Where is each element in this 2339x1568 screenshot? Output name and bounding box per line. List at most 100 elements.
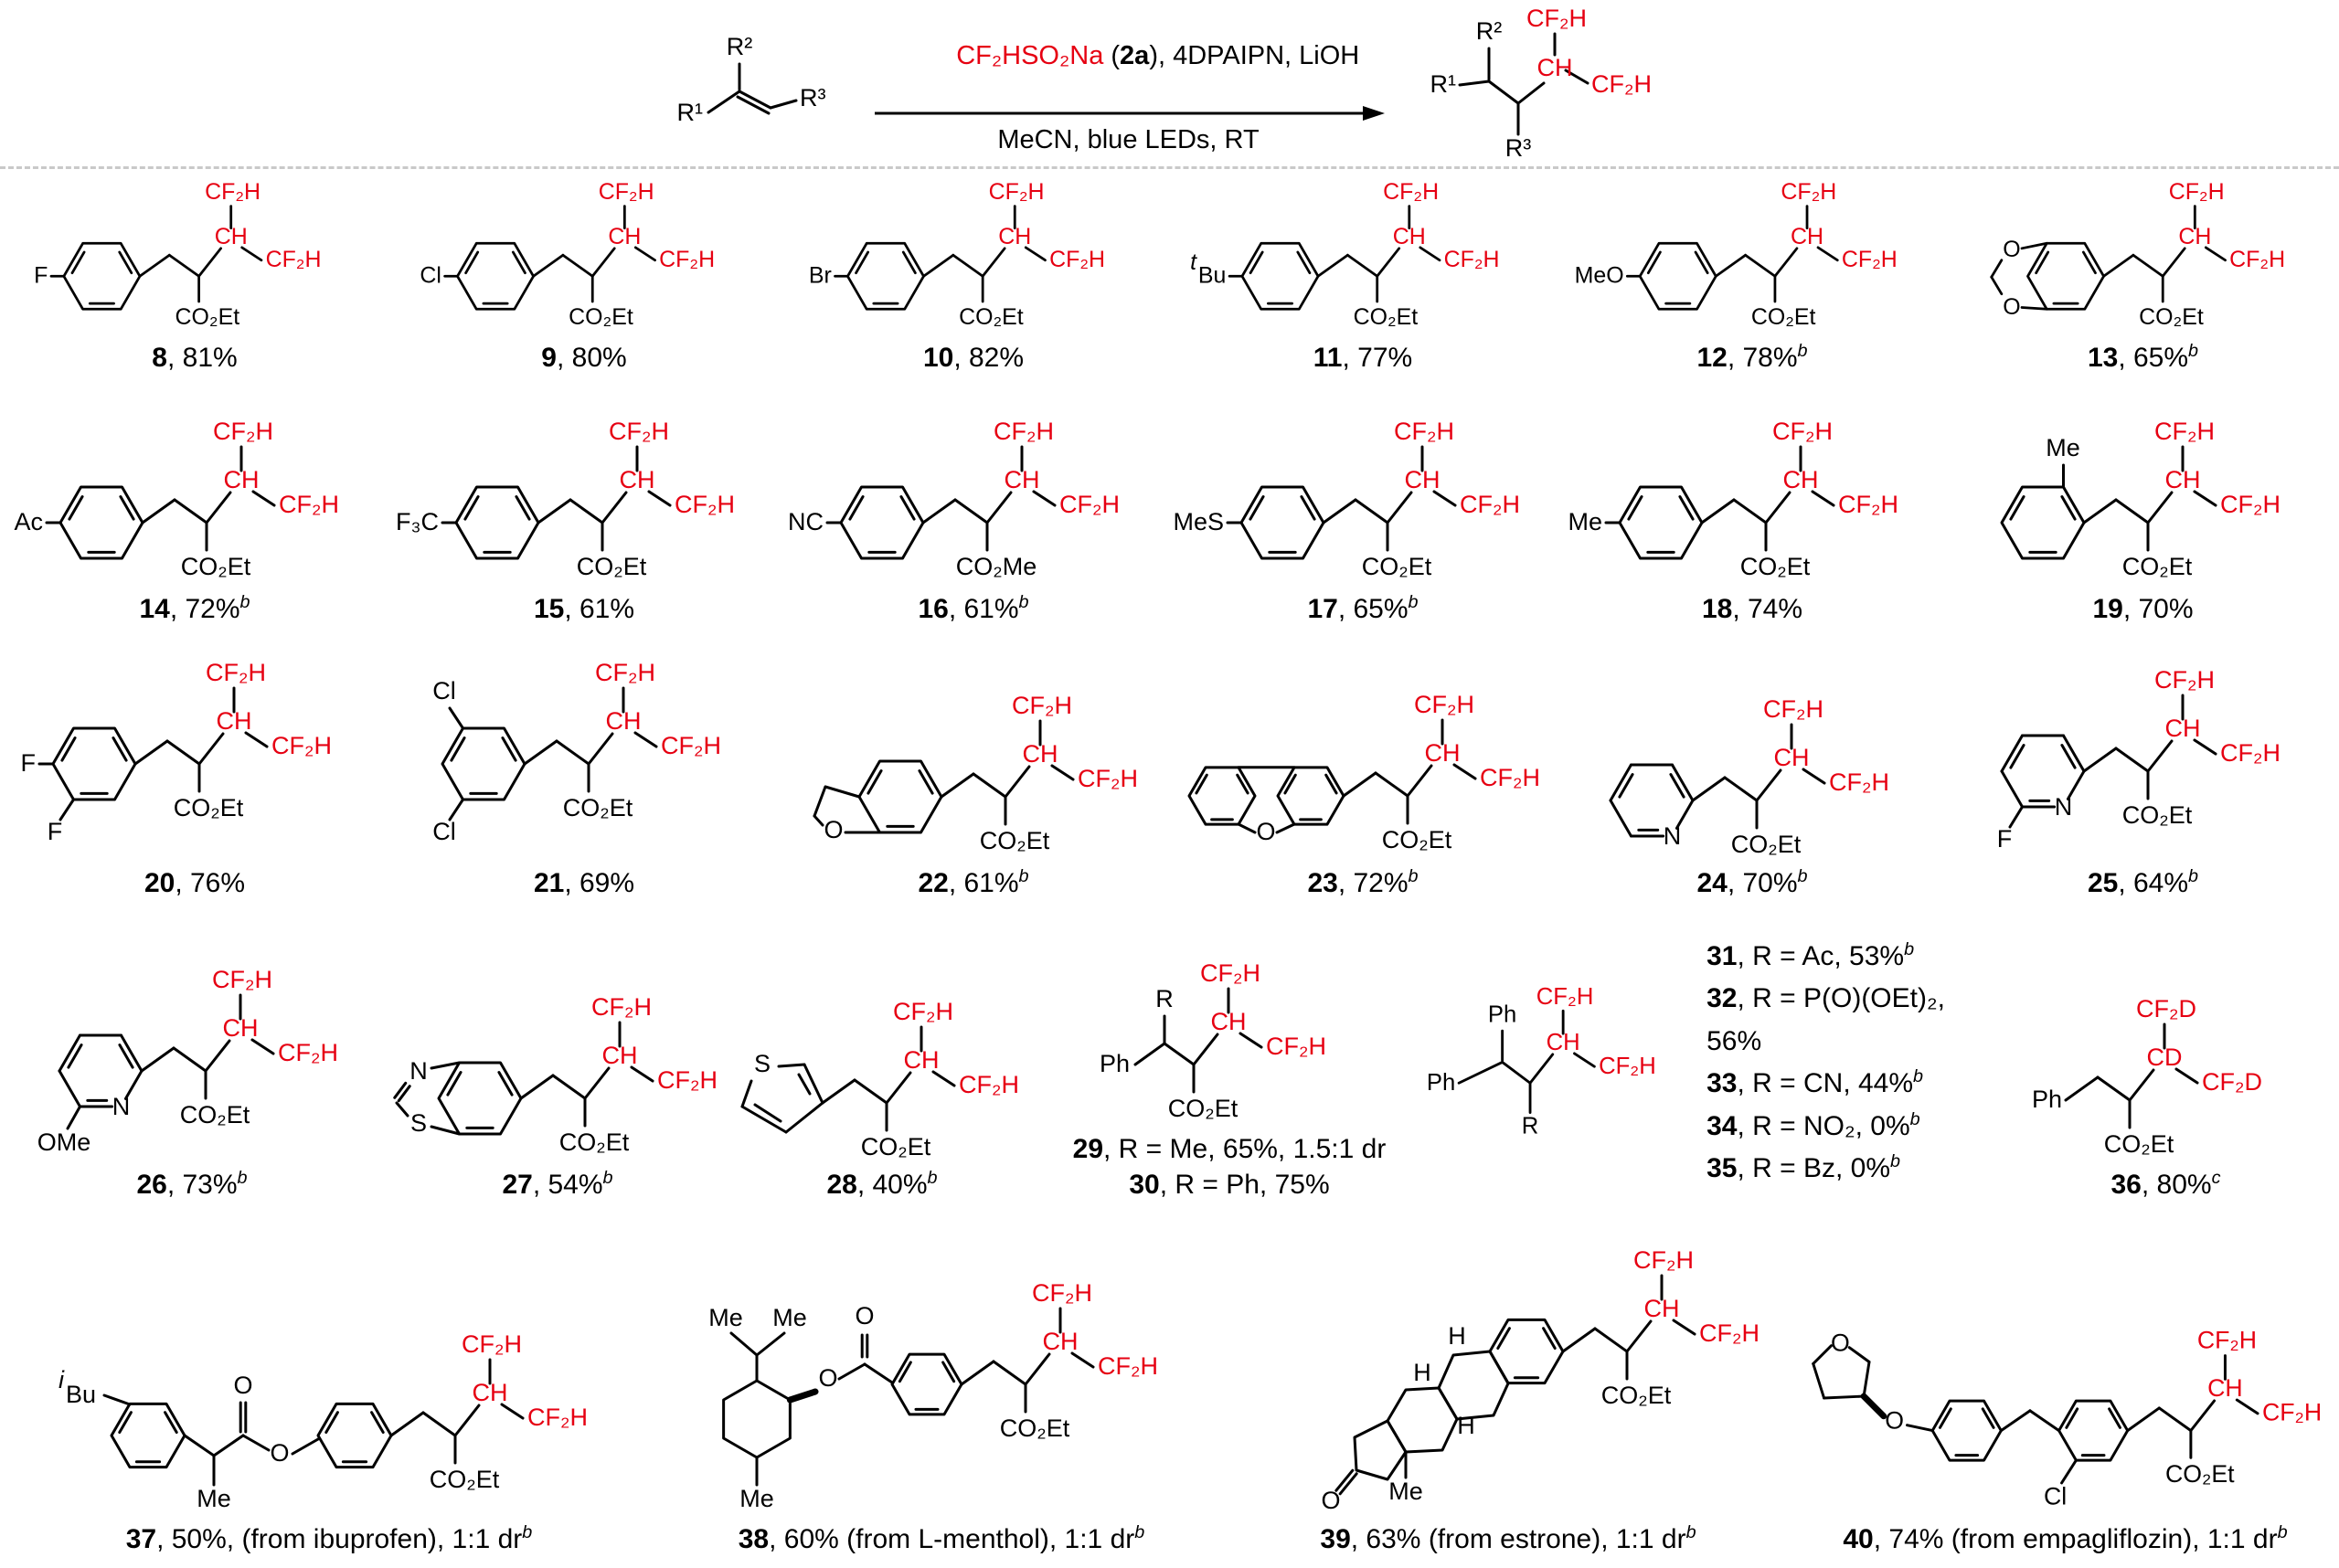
compound-12-caption: 12, 78%b [1696, 340, 1807, 376]
atom-label: CO₂Et [2139, 304, 2204, 330]
product-cf2h-right-label: CF₂H [1591, 70, 1652, 98]
compound-caption-line: 26, 73%b [136, 1167, 247, 1202]
compound-yield: , R = Bz, 0% [1737, 1153, 1891, 1183]
compound-number: 21 [533, 868, 565, 898]
atom-label: CF₂H [1633, 1247, 1694, 1274]
atom-label: CF₂H [1049, 247, 1105, 272]
compound-caption-line: 31, R = Ac, 53%b [1706, 936, 1993, 979]
atom-label: CO₂Me [956, 553, 1037, 580]
compound-24-caption: 24, 70%b [1696, 865, 1807, 901]
atom-label: CO₂Et [959, 304, 1024, 330]
footnote-marker: b [1685, 1522, 1696, 1542]
footnote-marker: b [602, 1168, 613, 1188]
atom-label: CF₂H [2229, 247, 2285, 272]
atom-label: CF₂H [278, 1039, 338, 1066]
compound-caption-line: 28, 40%b [826, 1167, 937, 1202]
compound-yield: , 64% [2118, 868, 2189, 898]
atom-label: O [824, 816, 843, 843]
atom-label: NC [788, 508, 824, 535]
product-r1-label: R¹ [1430, 70, 1456, 98]
atom-label: CF₂H [989, 179, 1045, 205]
atom-label: CF₂H [2154, 666, 2215, 694]
atom-label: CF₂H [609, 418, 669, 445]
compound-number: 35 [1706, 1153, 1738, 1183]
compound-number: 10 [922, 343, 954, 373]
compound-28-caption: 28, 40%b [826, 1167, 937, 1202]
atom-label: H [1448, 1322, 1466, 1350]
atom-label: CF₂H [212, 966, 272, 993]
heteroatom-label: N [112, 1093, 131, 1120]
compound-yield: , 72% [169, 594, 240, 624]
compound-19-caption: 19, 70% [2092, 591, 2193, 627]
compound-yield: , 70% [1727, 868, 1798, 898]
atom-label: Cl [432, 677, 456, 705]
footnote-marker: b [1909, 1108, 1920, 1129]
compound-15-caption: 15, 61% [534, 591, 634, 627]
atom-label: CF₂H [1781, 179, 1836, 205]
compound-37-caption: 37, 50%, (from ibuprofen), 1:1 drb [126, 1521, 533, 1557]
compound-caption-line: 9, 80% [541, 340, 626, 376]
compound-13-caption: 13, 65%b [2088, 340, 2198, 376]
compound-caption-line: 8, 81% [152, 340, 237, 376]
compound-23-caption: 23, 72%b [1307, 865, 1418, 901]
atom-label: F [1996, 825, 2012, 853]
compound-yield: , 76% [175, 868, 246, 898]
footnote-marker: b [1797, 866, 1808, 886]
atom-label: CO₂Et [1751, 304, 1816, 330]
compound-caption-line: 40, 74% (from empagliflozin), 1:1 drb [1843, 1521, 2287, 1557]
atom-label: Br [809, 263, 832, 289]
footnote-marker: b [1018, 866, 1029, 886]
atom-label: CF₂H [279, 491, 339, 518]
compound-caption-line: 36, 80%c [2111, 1167, 2221, 1202]
atom-label: CO₂Et [1000, 1414, 1070, 1442]
compound-yield: , 74% [1732, 594, 1803, 624]
footnote-marker: b [1913, 1066, 1924, 1086]
compound-number: 40 [1843, 1524, 1874, 1554]
atom-label: CF₂H [675, 491, 735, 518]
reagents-line: CF₂HSO₂Na (2a), 4DPAIPN, LiOH [898, 11, 1359, 101]
compound-yield: , 65% [2118, 343, 2189, 373]
reagents-rest: ), 4DPAIPN, LiOH [1149, 41, 1360, 70]
compound-caption-line: 12, 78%b [1696, 340, 1807, 376]
compound-caption-line: 17, 65%b [1307, 591, 1418, 627]
compound-number: 32 [1706, 983, 1738, 1013]
atom-label: CO₂Et [569, 304, 633, 330]
compound-number: 23 [1307, 868, 1338, 898]
atom-label: CO₂Et [180, 1101, 250, 1128]
compound-caption-line: 10, 82% [923, 340, 1024, 376]
atom-label: CF₂H [1838, 491, 1898, 518]
atom-label: CF₂H [1829, 768, 1889, 796]
compound-number: 12 [1696, 343, 1728, 373]
atom-label: CF₂D [2136, 995, 2196, 1022]
atom-label: F [48, 818, 63, 845]
reaction-arrow [874, 106, 1385, 121]
atom-label: O [818, 1364, 837, 1392]
compound-caption-line: 33, R = CN, 44%b [1706, 1063, 1993, 1106]
compound-yield: , 80% [2141, 1170, 2212, 1200]
atom-label: Me [1388, 1478, 1423, 1505]
compound-caption-line: 27, 54%b [502, 1167, 612, 1202]
atom-label: CF₂H [599, 179, 654, 205]
compound-yield: , 50%, (from ibuprofen), 1:1 dr [156, 1524, 523, 1554]
compound-27-caption: 27, 54%b [502, 1167, 612, 1202]
atom-label: MeS [1173, 508, 1224, 535]
reagent-number: 2a [1120, 41, 1150, 70]
compound-yield: , 81% [166, 343, 238, 373]
atom-label: H [1457, 1412, 1475, 1439]
compound-number: 31 [1706, 940, 1738, 971]
atom-label: Cl [432, 818, 456, 845]
footnote-marker: b [1904, 938, 1915, 959]
atom-label: CF₂H [1078, 765, 1138, 792]
